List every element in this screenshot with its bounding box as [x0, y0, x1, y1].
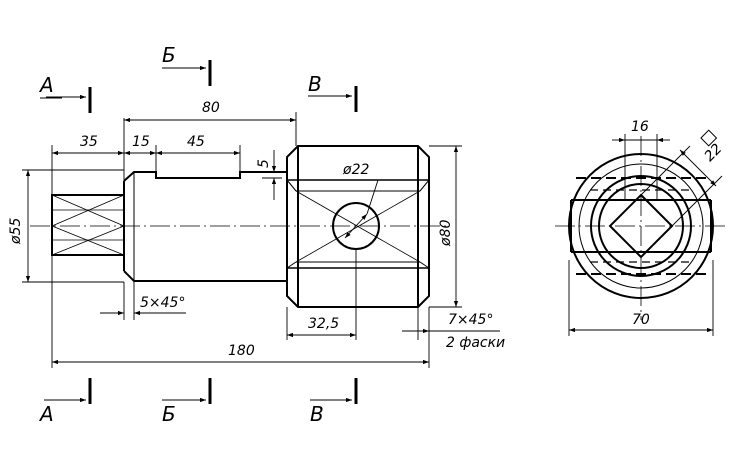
section-mark-a-top: [40, 87, 92, 113]
section-label-v-bottom: В: [310, 402, 324, 426]
dim-70: 70: [632, 312, 650, 328]
dim-chamfer-7x45: 7×45°: [448, 312, 493, 328]
section-markers: [40, 60, 358, 404]
section-mark-v-top: [308, 86, 358, 112]
dim-square-22: 22: [702, 141, 726, 165]
dim-dia22: ø22: [342, 162, 369, 178]
section-label-v-top: В: [308, 72, 322, 96]
section-label-a-top: А: [38, 73, 54, 97]
dim-80-top: 80: [202, 100, 220, 116]
dim-dia55: ø55: [8, 218, 24, 245]
labels: А Б В А Б В 80 35 15 45 5 ø55 ø22 ø80 5×…: [8, 43, 725, 426]
section-label-b-bottom: Б: [162, 402, 176, 426]
section-mark-b-bottom: [162, 378, 212, 404]
dim-16: 16: [631, 119, 649, 135]
section-mark-v-bottom: [310, 378, 358, 404]
square-end: [51, 194, 125, 256]
section-mark-a-bottom: [44, 378, 92, 404]
side-dimensions: [568, 129, 723, 336]
dim-two-chamfers: 2 фаски: [446, 335, 505, 351]
dim-32-5: 32,5: [308, 316, 339, 332]
section-label-a-bottom: А: [38, 402, 54, 426]
dim-5: 5: [256, 159, 272, 168]
section-mark-b-top: [162, 60, 212, 86]
dim-180: 180: [228, 343, 255, 359]
dim-chamfer-5x45: 5×45°: [140, 295, 185, 311]
dim-15: 15: [132, 134, 150, 150]
dim-45: 45: [187, 134, 205, 150]
dim-35: 35: [80, 134, 98, 150]
head-80: [286, 145, 430, 308]
section-label-b-top: Б: [162, 43, 176, 67]
front-dimensions: [22, 112, 500, 368]
side-view: [555, 136, 728, 320]
dim-dia80: ø80: [438, 220, 454, 247]
cylinder-55: [123, 171, 287, 282]
